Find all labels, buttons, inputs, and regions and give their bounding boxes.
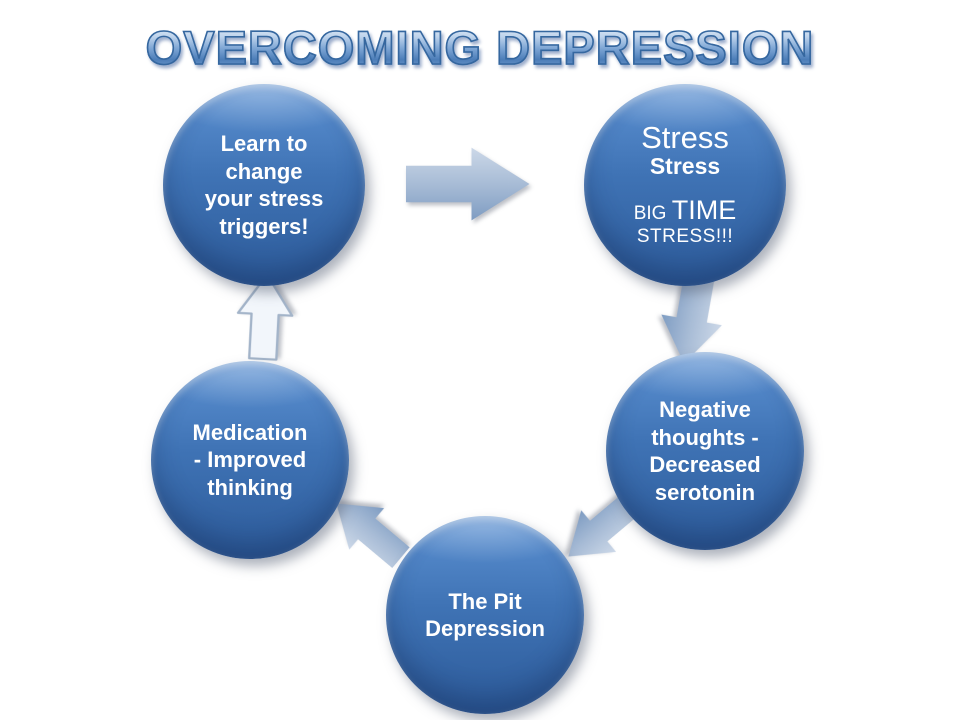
node-stress: Stress Stress BIG TIME STRESS!!! (584, 84, 786, 286)
arrow-right-icon (406, 145, 532, 223)
node-pit-text: The Pit Depression (425, 588, 545, 642)
stress-big-time-line: BIG TIME (634, 195, 737, 226)
arrow-down-icon (651, 265, 733, 371)
node-medication-text: Medication - Improved thinking (192, 419, 308, 500)
arrow-up-icon (234, 272, 296, 361)
node-medication: Medication - Improved thinking (151, 361, 349, 559)
stress-subtitle: Stress (649, 153, 721, 180)
stress-exclaim-text: STRESS!!! (636, 226, 734, 248)
stress-time-text: TIME (671, 195, 737, 226)
node-learn-to-change: Learn to change your stress triggers! (163, 84, 365, 286)
node-learn-text: Learn to change your stress triggers! (204, 131, 324, 239)
stress-big-text: BIG (633, 203, 667, 225)
stress-title: Stress (641, 119, 729, 155)
node-negative-thoughts: Negative thoughts - Decreased serotonin (606, 352, 804, 550)
arrow-up-left-icon (316, 480, 419, 580)
node-negative-text: Negative thoughts - Decreased serotonin (649, 397, 761, 505)
node-the-pit-depression: The Pit Depression (386, 516, 584, 714)
page-title: OVERCOMING DEPRESSION (0, 20, 960, 75)
